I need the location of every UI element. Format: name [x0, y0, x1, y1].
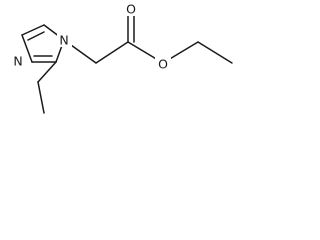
bond-c4-c5: [21, 24, 45, 36]
bond-n3-c4: [21, 34, 33, 63]
atom-label-o-ester: O: [158, 57, 168, 72]
acetate-chain: [63, 11, 233, 64]
ethyl-imidazolylacetate-structure: N N O O: [11, 1, 233, 114]
atom-n1: N: [57, 32, 72, 48]
bond-c4-c5-double: [27, 31, 45, 41]
atom-n3: N: [11, 53, 26, 69]
atom-o-carbonyl: O: [123, 1, 139, 17]
bond-ch2-carbonyl: [95, 41, 129, 64]
atom-label-o-carbonyl: O: [126, 2, 136, 17]
bond-ch2-ch3: [37, 81, 45, 114]
atom-label-n3: N: [13, 54, 22, 69]
bond-ethyl-ch2-ch3: [197, 41, 233, 64]
bond-c2-ch2: [37, 61, 57, 83]
ethyl-substituent: [37, 61, 57, 114]
atom-o-ester: O: [155, 56, 171, 72]
atom-label-n1: N: [59, 33, 68, 48]
